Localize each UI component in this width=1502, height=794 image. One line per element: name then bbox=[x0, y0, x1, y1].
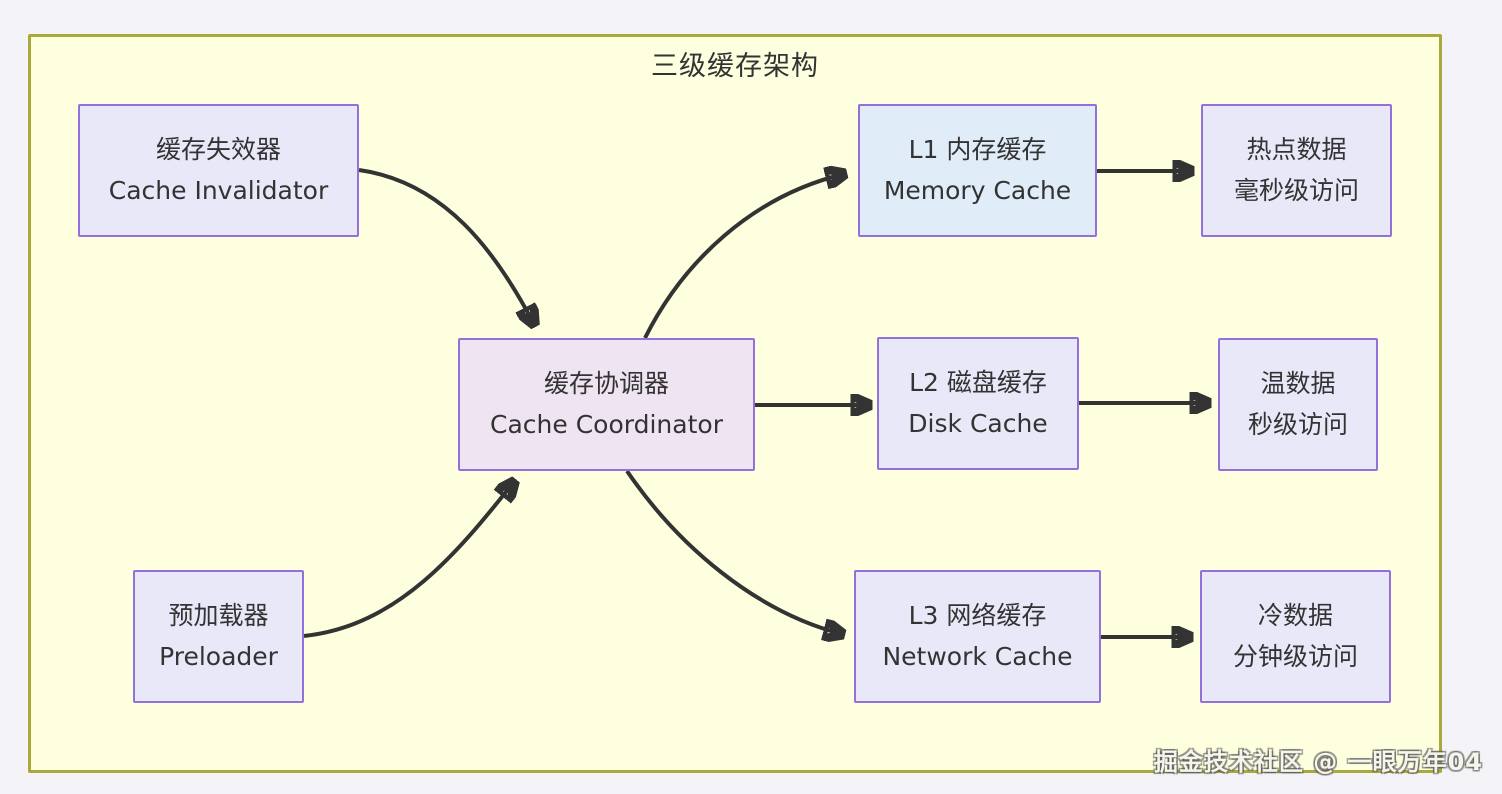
node-l2-disk-cache: L2 磁盘缓存 Disk Cache bbox=[877, 337, 1079, 470]
node-l1-memory-cache: L1 内存缓存 Memory Cache bbox=[858, 104, 1097, 237]
node-label-secondary: Memory Cache bbox=[883, 175, 1072, 205]
node-label-secondary: Network Cache bbox=[882, 641, 1073, 671]
node-label-primary: L3 网络缓存 bbox=[908, 600, 1047, 630]
node-label-secondary: Cache Invalidator bbox=[108, 175, 329, 205]
node-label-secondary: 秒级访问 bbox=[1247, 409, 1348, 439]
node-l3-network-cache: L3 网络缓存 Network Cache bbox=[854, 570, 1101, 703]
node-label-primary: 缓存失效器 bbox=[155, 134, 281, 164]
node-label-secondary: 分钟级访问 bbox=[1232, 641, 1358, 671]
node-cache-coordinator: 缓存协调器 Cache Coordinator bbox=[458, 338, 755, 471]
node-label-primary: L2 磁盘缓存 bbox=[909, 367, 1047, 397]
node-label-secondary: Cache Coordinator bbox=[490, 409, 723, 439]
node-label-primary: 热点数据 bbox=[1246, 134, 1347, 164]
node-label-secondary: Preloader bbox=[159, 641, 278, 671]
node-label-primary: 温数据 bbox=[1260, 368, 1336, 398]
node-cache-invalidator: 缓存失效器 Cache Invalidator bbox=[78, 104, 359, 237]
diagram-title: 三级缓存架构 bbox=[651, 51, 819, 82]
node-cold-data: 冷数据 分钟级访问 bbox=[1200, 570, 1391, 703]
watermark: 掘金技术社区 @ 一眼万年04 bbox=[1153, 748, 1483, 776]
node-label-primary: L1 内存缓存 bbox=[908, 134, 1047, 164]
node-label-primary: 冷数据 bbox=[1257, 600, 1333, 630]
node-label-primary: 预加载器 bbox=[168, 600, 269, 630]
node-warm-data: 温数据 秒级访问 bbox=[1218, 338, 1378, 471]
node-hot-data: 热点数据 毫秒级访问 bbox=[1201, 104, 1392, 237]
node-label-primary: 缓存协调器 bbox=[543, 368, 669, 398]
node-preloader: 预加载器 Preloader bbox=[133, 570, 304, 703]
node-label-secondary: Disk Cache bbox=[908, 408, 1048, 438]
node-label-secondary: 毫秒级访问 bbox=[1233, 175, 1359, 205]
